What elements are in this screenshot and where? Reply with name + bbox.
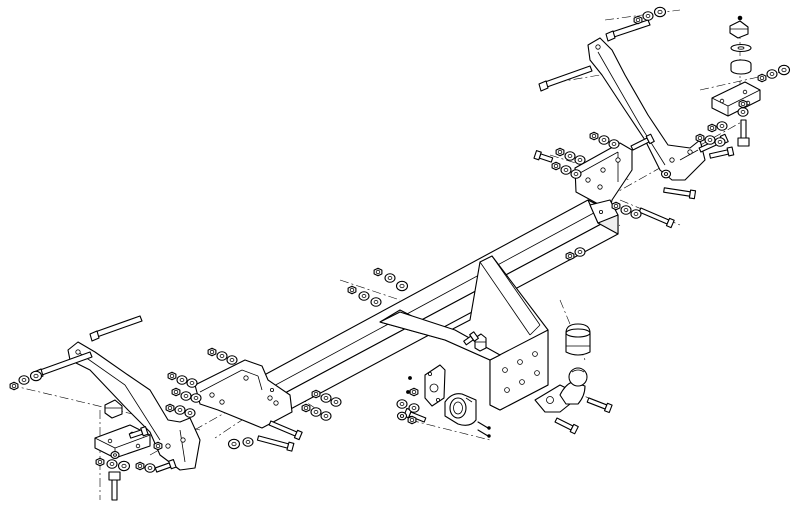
- washer-icon: [716, 121, 728, 131]
- nut-icon: [167, 371, 177, 381]
- bolt-icon: [630, 133, 655, 151]
- bolt-icon: [638, 207, 675, 229]
- nut-icon: [9, 381, 19, 391]
- nut-icon: [301, 403, 311, 413]
- left-end-plate: [194, 359, 293, 429]
- washer-icon: [370, 297, 382, 307]
- nut-icon: [311, 389, 321, 399]
- washer-icon: [396, 411, 408, 421]
- bolt-icon: [533, 150, 554, 163]
- washer-icon: [29, 370, 43, 382]
- washer-icon: [660, 169, 672, 179]
- washer-icon: [320, 393, 332, 403]
- washer-icon: [190, 393, 202, 403]
- washer-icon: [560, 165, 572, 175]
- nut-icon: [633, 15, 643, 25]
- nut-icon: [589, 131, 599, 141]
- nut-icon: [171, 387, 181, 397]
- nut-icon: [551, 161, 561, 171]
- washer-icon: [117, 460, 131, 472]
- nut-icon: [165, 403, 175, 413]
- washer-icon: [570, 169, 582, 179]
- nut-icon: [565, 251, 575, 261]
- washer-icon: [574, 247, 586, 257]
- washer-icon: [216, 351, 228, 361]
- washer-icon: [598, 135, 610, 145]
- washer-icon: [653, 6, 667, 18]
- washer-icon: [574, 155, 586, 165]
- bolt-icon: [268, 420, 303, 441]
- bolt-icon: [708, 146, 735, 159]
- washer-icon: [144, 463, 156, 473]
- bolt-icon: [463, 331, 479, 346]
- right-vehicle-bracket: [587, 37, 706, 181]
- washer-icon: [630, 209, 642, 219]
- washer-icon: [330, 397, 342, 407]
- washer-icon: [110, 451, 120, 459]
- washer-icon: [608, 139, 620, 149]
- nut-icon: [738, 99, 748, 109]
- washer-icon: [176, 375, 188, 385]
- bolt-icon: [586, 397, 613, 414]
- nut-icon: [611, 201, 621, 211]
- nut-icon: [135, 461, 145, 471]
- nut-icon: [207, 347, 217, 357]
- washer-icon: [704, 135, 716, 145]
- nut-icon: [555, 147, 565, 157]
- washer-icon: [320, 411, 332, 421]
- right-angle-bracket: [711, 15, 761, 117]
- bolt-icon: [128, 426, 149, 439]
- washer-icon: [642, 11, 654, 21]
- socket-assembly: [406, 364, 491, 438]
- washer-icon: [106, 459, 118, 469]
- washer-icon: [737, 107, 749, 117]
- washer-icon: [184, 408, 196, 418]
- nut-icon: [409, 387, 419, 397]
- washer-icon: [408, 403, 420, 413]
- washer-icon: [766, 69, 778, 79]
- washer-icon: [174, 405, 186, 415]
- washer-icon: [564, 151, 576, 161]
- washer-icon: [242, 437, 254, 447]
- nut-icon: [707, 123, 717, 133]
- bolt-icon: [256, 435, 295, 452]
- centre-mounting-bracket: [379, 255, 549, 411]
- tow-ball-assembly: [534, 323, 591, 413]
- washer-icon: [396, 399, 408, 409]
- nut-icon: [407, 415, 417, 425]
- washer-icon: [226, 355, 238, 365]
- washer-icon: [777, 64, 791, 76]
- bolt-icon: [663, 187, 697, 200]
- nut-icon: [695, 133, 705, 143]
- bolt-icon: [554, 417, 579, 435]
- nut-icon: [757, 73, 767, 83]
- washer-icon: [310, 407, 322, 417]
- nut-icon: [153, 441, 163, 451]
- washer-icon: [186, 378, 198, 388]
- washer-icon: [180, 391, 192, 401]
- bolt-icon: [154, 459, 177, 473]
- washer-icon: [384, 273, 396, 283]
- right-end-plate: [574, 142, 633, 224]
- washer-icon: [227, 438, 241, 450]
- washer-icon: [358, 291, 370, 301]
- washer-icon: [714, 137, 726, 147]
- nut-icon: [373, 267, 383, 277]
- nut-icon: [95, 457, 105, 467]
- washer-icon: [395, 280, 409, 292]
- washer-icon: [620, 205, 632, 215]
- nut-icon: [347, 285, 357, 295]
- washers-and-nuts: [9, 6, 791, 473]
- washer-icon: [18, 375, 30, 385]
